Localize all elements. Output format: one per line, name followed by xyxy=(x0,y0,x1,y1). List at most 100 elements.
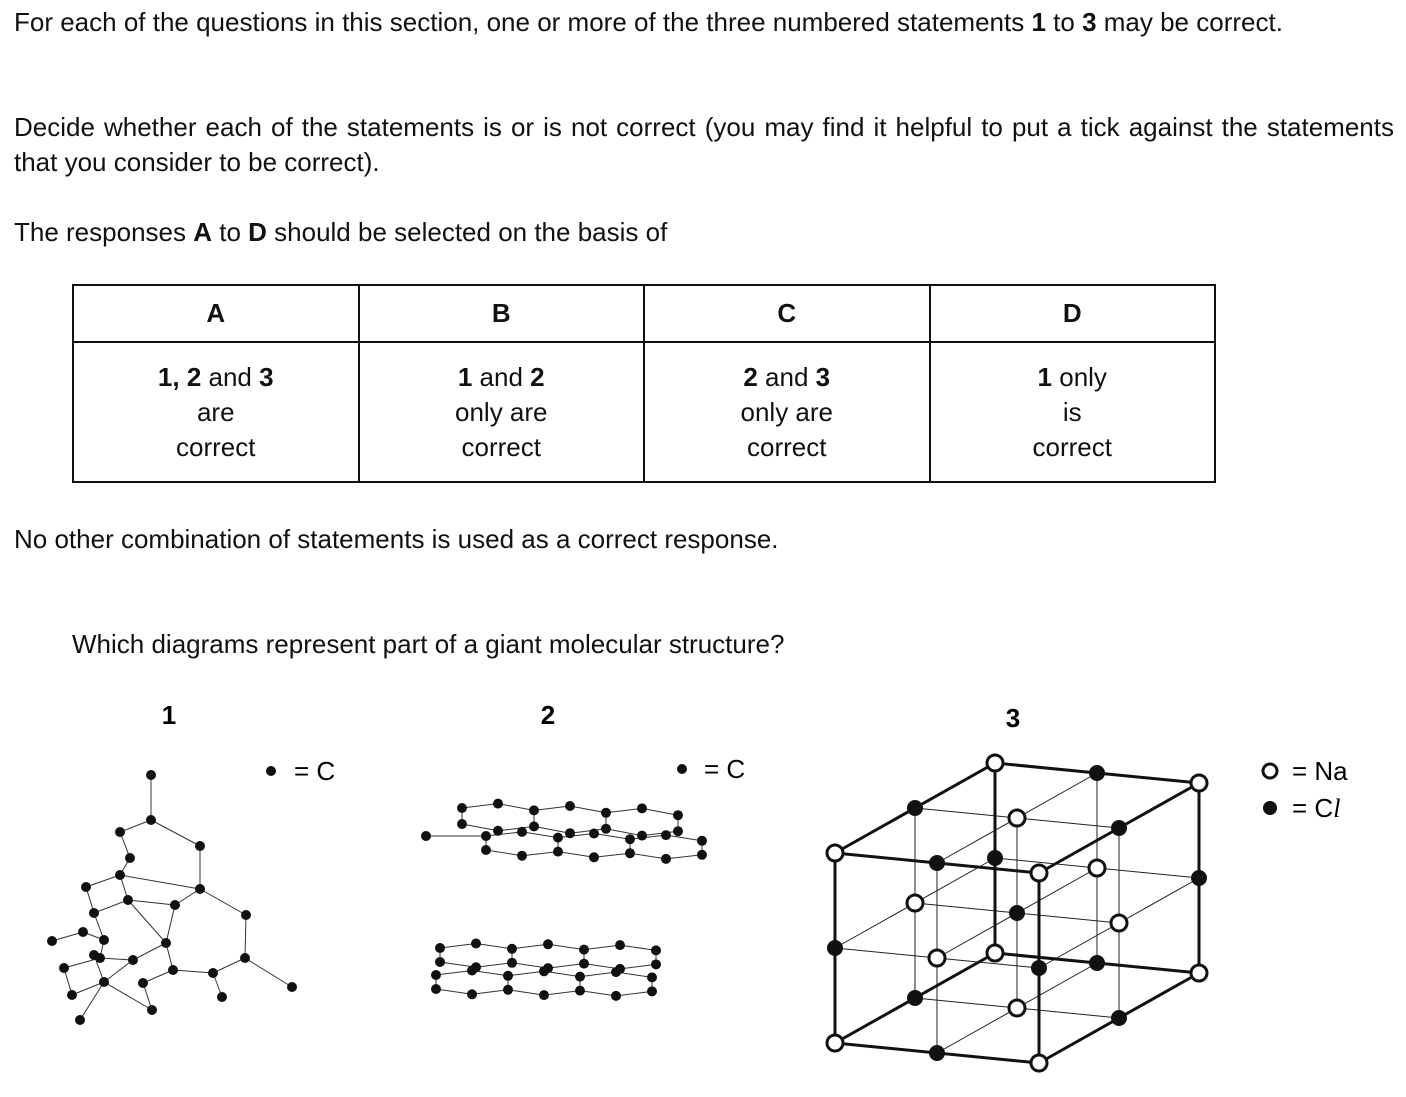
carbon-atom xyxy=(575,985,585,996)
carbon-atom xyxy=(138,978,148,988)
chloride-ion-legend-dot xyxy=(1263,801,1277,815)
sodium-ion xyxy=(1109,913,1129,933)
carbon-atom xyxy=(217,992,227,1002)
carbon-atom xyxy=(579,944,589,955)
carbon-atom xyxy=(517,850,527,861)
carbon-atom xyxy=(208,968,218,978)
sodium-ion xyxy=(1087,858,1107,878)
carbon-atom xyxy=(147,1005,157,1015)
instructions-paragraph-2: Decide whether each of the statements is… xyxy=(14,112,1394,177)
carbon-atom xyxy=(529,805,539,816)
sodium-ion xyxy=(1029,1053,1049,1073)
carbon-atom-legend-dot xyxy=(266,766,276,776)
sodium-ion xyxy=(1007,808,1027,828)
carbon-atom xyxy=(637,830,647,841)
response-header-a: A xyxy=(72,284,360,343)
carbon-atom xyxy=(589,828,599,839)
carbon-atom xyxy=(471,938,481,949)
carbon-atom xyxy=(637,803,647,814)
carbon-atom xyxy=(75,1015,85,1025)
sodium-ion xyxy=(985,753,1005,773)
carbon-atom xyxy=(661,830,671,841)
carbon-atom xyxy=(99,977,109,987)
diagram-3-label: 3 xyxy=(1006,703,1020,733)
chloride-ion xyxy=(1089,765,1105,781)
carbon-atom xyxy=(435,957,445,967)
instructions-paragraph-1: For each of the questions in this sectio… xyxy=(14,7,1283,37)
chloride-ion xyxy=(1111,820,1127,836)
carbon-atom xyxy=(146,770,156,780)
carbon-atom xyxy=(81,882,91,892)
carbon-atom xyxy=(697,835,707,846)
carbon-atom xyxy=(146,815,156,825)
chloride-ion xyxy=(1089,955,1105,971)
diagram-2-legend: = C xyxy=(677,754,745,784)
carbon-atom xyxy=(195,841,205,851)
carbon-atom xyxy=(507,957,517,968)
carbon-atom xyxy=(589,852,599,863)
carbon-atom xyxy=(673,810,683,821)
svg-text:= C: = C xyxy=(294,756,335,786)
response-key-body-row: 1, 2 and 3 are correct 1 and 2 only are … xyxy=(72,341,1216,483)
carbon-atom xyxy=(467,989,477,1000)
carbon-atom xyxy=(467,965,477,976)
carbon-atom xyxy=(421,831,431,841)
diagram-2-label: 2 xyxy=(541,700,555,730)
carbon-atom xyxy=(661,853,671,864)
svg-text:= Na: = Na xyxy=(1292,756,1348,786)
response-key-header-row: A B C D xyxy=(72,284,1216,343)
carbon-atom xyxy=(507,943,517,954)
carbon-atom-legend-dot xyxy=(677,764,687,774)
carbon-atom xyxy=(99,935,109,945)
carbon-atom xyxy=(115,827,125,837)
carbon-atom xyxy=(161,938,171,948)
carbon-atom xyxy=(240,953,250,963)
carbon-atom xyxy=(565,801,575,811)
carbon-atom xyxy=(601,807,611,818)
carbon-atom xyxy=(615,940,625,951)
chloride-ion xyxy=(907,990,923,1006)
sodium-ion xyxy=(1189,773,1209,793)
carbon-atom xyxy=(529,821,539,832)
carbon-atom xyxy=(128,955,138,965)
carbon-atom xyxy=(287,982,297,992)
sodium-ion-legend-circle xyxy=(1261,762,1279,780)
carbon-atom xyxy=(651,945,661,956)
svg-text:= C: = C xyxy=(704,754,745,784)
carbon-atom xyxy=(651,959,661,970)
carbon-atom xyxy=(579,958,589,969)
carbon-atom xyxy=(115,870,125,880)
question-text: Which diagrams represent part of a giant… xyxy=(72,629,785,659)
instructions-paragraph-3: The responses A to D should be selected … xyxy=(14,217,668,247)
sodium-ion xyxy=(1029,863,1049,883)
carbon-atom xyxy=(47,936,57,946)
response-cell-c: 2 and 3 only are correct xyxy=(643,341,931,483)
carbon-atom xyxy=(481,831,491,841)
carbon-atom xyxy=(123,895,133,905)
carbon-atom xyxy=(553,846,563,857)
sodium-ion xyxy=(825,1033,845,1053)
carbon-atom xyxy=(431,984,441,994)
carbon-atom xyxy=(170,900,180,910)
carbon-atom xyxy=(697,849,707,860)
carbon-atom xyxy=(625,834,635,845)
response-header-c: C xyxy=(643,284,931,343)
carbon-atom xyxy=(493,825,503,836)
carbon-atom xyxy=(539,966,549,977)
diagram-1-legend: = C xyxy=(266,756,335,786)
carbon-atom xyxy=(195,884,205,894)
diagram-3-sodium-chloride-lattice xyxy=(825,753,1209,1073)
carbon-atom xyxy=(625,848,635,859)
carbon-atom xyxy=(553,832,563,843)
sodium-ion xyxy=(927,948,947,968)
carbon-atom xyxy=(125,853,135,863)
carbon-atom xyxy=(457,803,467,813)
carbon-atom xyxy=(611,990,621,1001)
carbon-atom xyxy=(565,828,575,839)
response-cell-b: 1 and 2 only are correct xyxy=(357,341,645,483)
carbon-atom xyxy=(493,798,503,809)
chloride-ion xyxy=(1009,905,1025,921)
chloride-ion xyxy=(1191,870,1207,886)
carbon-atom xyxy=(647,972,657,983)
